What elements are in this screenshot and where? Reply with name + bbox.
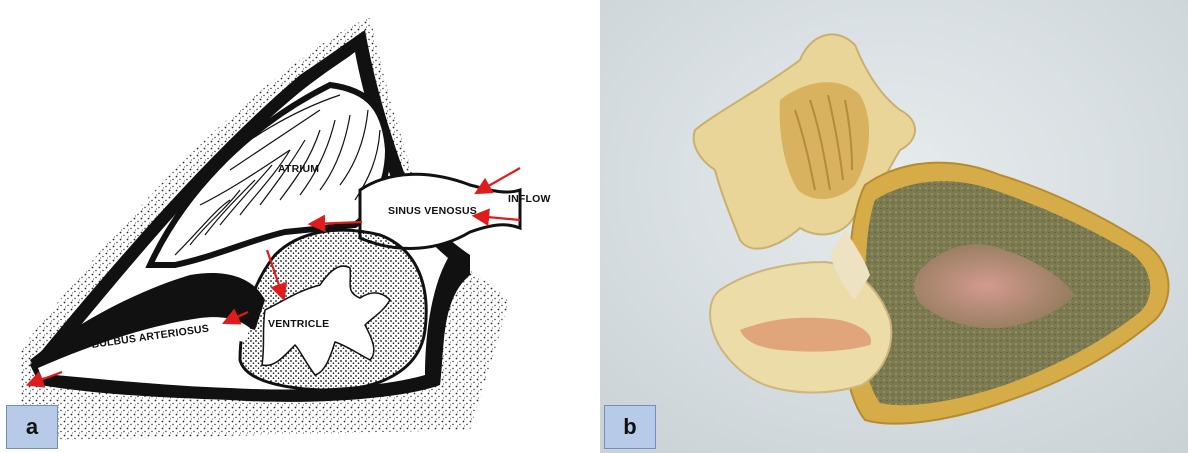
inflow-arrow-upper — [478, 168, 520, 192]
atrium-label: ATRIUM — [278, 163, 319, 175]
heart-diagram: ATRIUM SINUS VENOSUS INFLOW VENTRICLE BU… — [0, 0, 590, 453]
panel-letter-a: a — [6, 405, 58, 449]
inflow-label: INFLOW — [508, 193, 551, 205]
heart-photo-panel: b — [600, 0, 1188, 453]
panel-letter-b: b — [604, 405, 656, 449]
ventricle-label: VENTRICLE — [268, 318, 329, 330]
heart-photo — [600, 0, 1188, 453]
sinus-venosus-label: SINUS VENOSUS — [388, 205, 477, 217]
heart-diagram-panel: ATRIUM SINUS VENOSUS INFLOW VENTRICLE BU… — [0, 0, 590, 453]
